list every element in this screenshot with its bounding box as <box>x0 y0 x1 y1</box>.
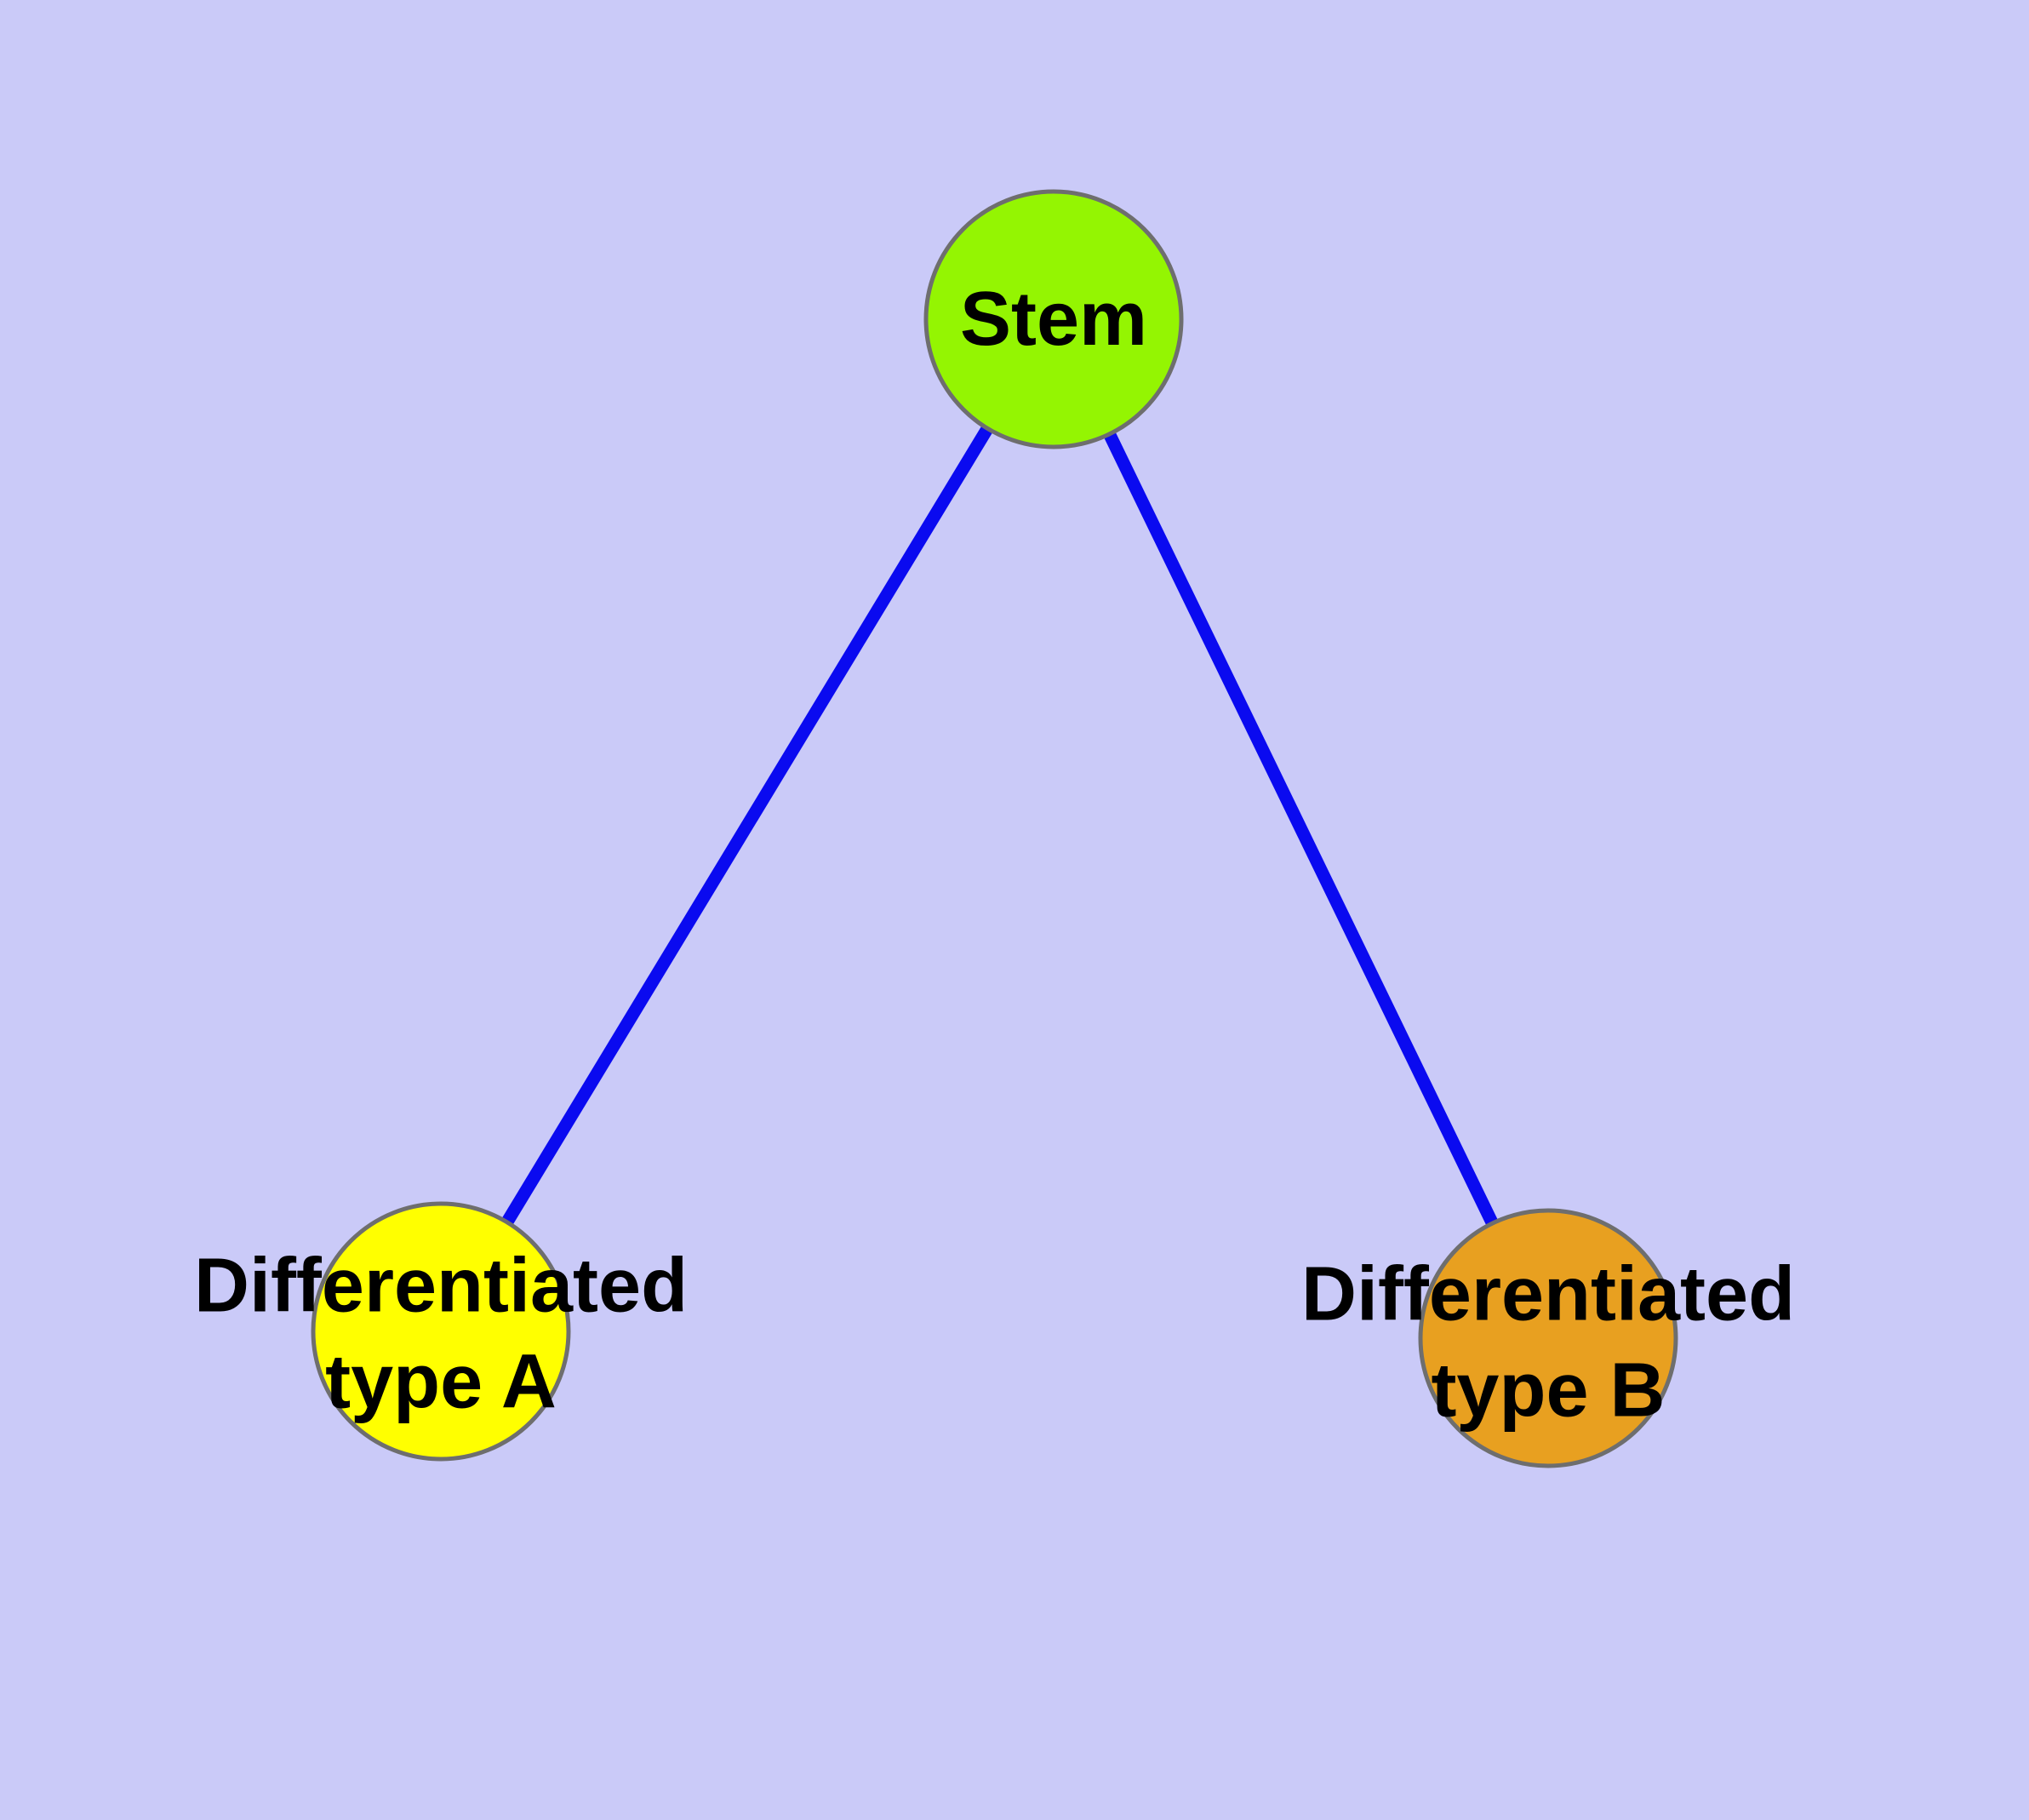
edge-layer <box>435 316 1554 1342</box>
node-type-b-label: Differentiated type B <box>1300 1251 1796 1434</box>
edge-stem-to-type-b <box>1048 316 1554 1342</box>
node-stem-label: Stem <box>959 276 1148 362</box>
node-type-b-circle <box>1418 1208 1678 1468</box>
node-type-a-circle <box>311 1201 571 1462</box>
node-layer <box>311 189 1678 1468</box>
edge-stem-to-type-a <box>435 316 1060 1335</box>
node-stem-circle <box>923 189 1184 449</box>
node-type-a-label: Differentiated type A <box>193 1243 689 1425</box>
